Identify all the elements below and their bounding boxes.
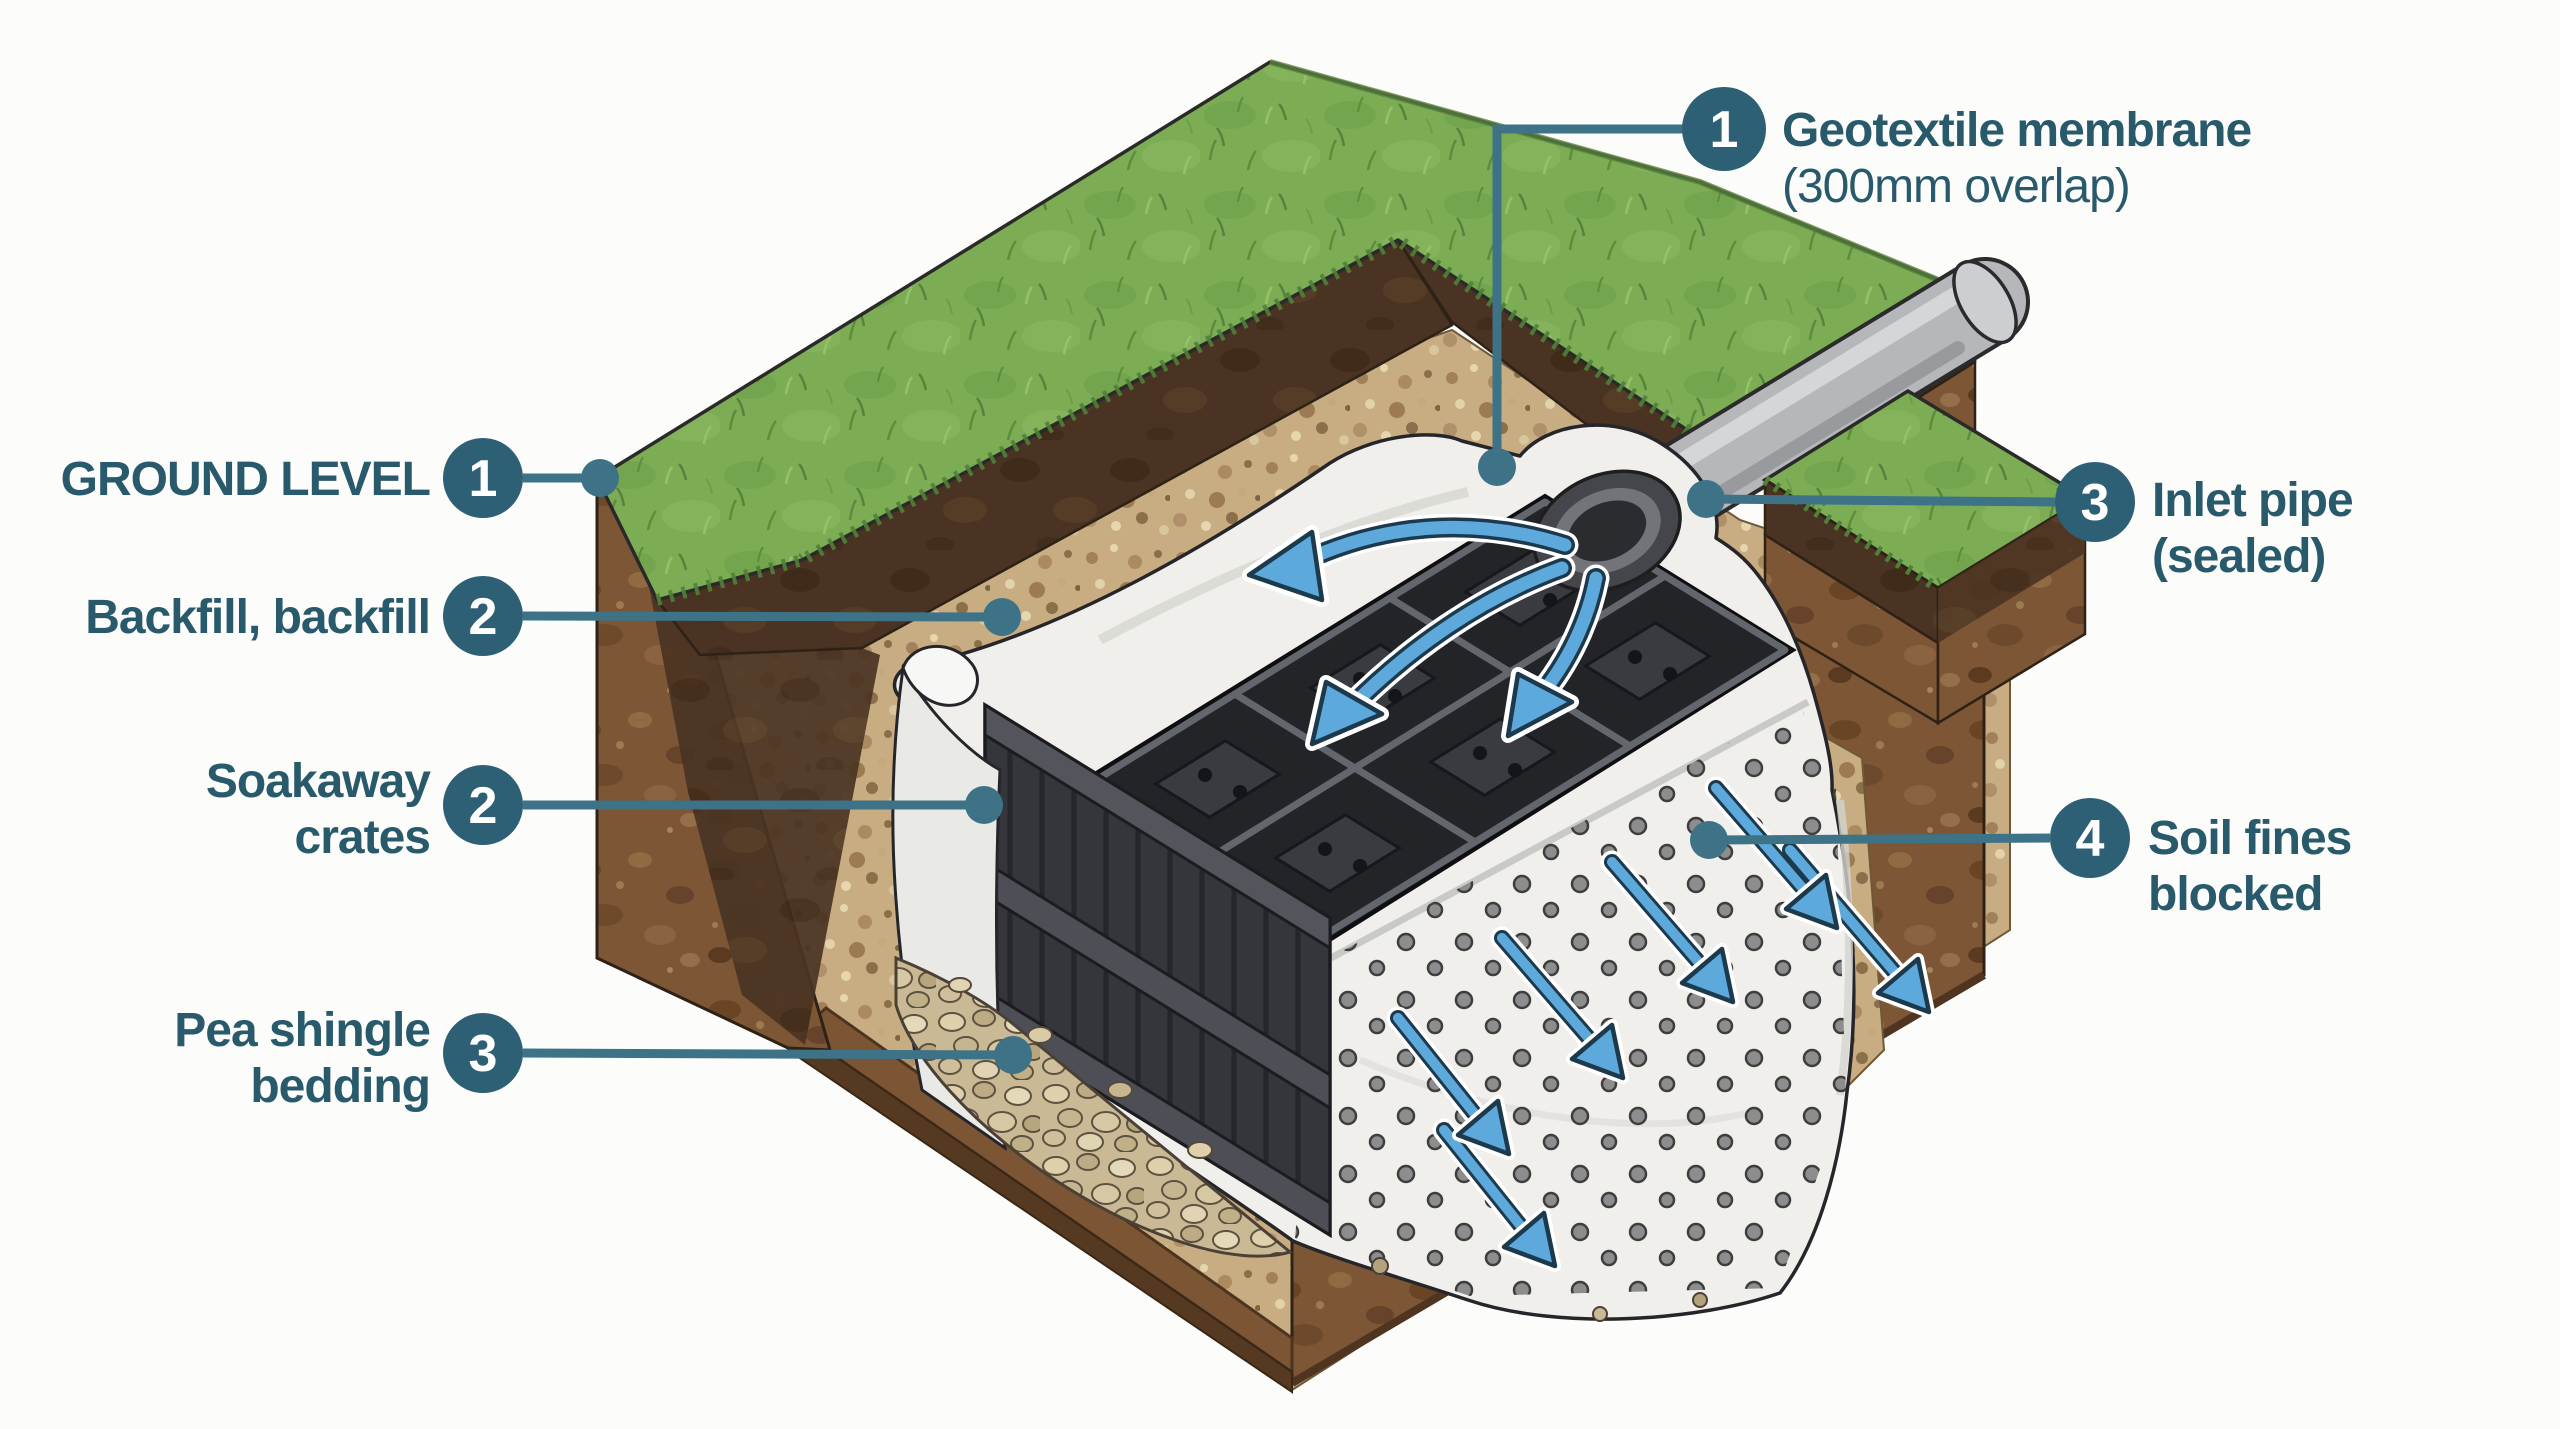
callout-geotextile: 1 Geotextile membrane (300mm overlap) [1682, 87, 2252, 213]
ground-level-badge-number: 1 [469, 450, 498, 508]
geotextile-label-line1: Geotextile membrane [1782, 104, 2251, 157]
soakaway-badge [443, 765, 523, 845]
pea-shingle-bedding [894, 955, 1294, 1258]
inlet-pipe-badge-number: 3 [2081, 474, 2110, 532]
backfill-badge [443, 576, 523, 656]
grass-cube-front-right [1761, 388, 2089, 726]
soil-fines-badge [2050, 798, 2130, 878]
inlet-pipe-label-line1: Inlet pipe [2152, 474, 2353, 527]
pea-shingle-badge [443, 1013, 523, 1093]
callout-backfill: Backfill, backfill 2 [85, 576, 523, 656]
soil-fines-label-line2: blocked [2148, 868, 2322, 921]
pea-shingle-label-line1: Pea shingle [174, 1004, 430, 1057]
callouts: GROUND LEVEL 1 Backfill, backfill 2 Soak… [61, 87, 2354, 1113]
geotextile-badge [1682, 87, 1766, 171]
excavation-cutaway-illustration [595, 59, 2089, 1394]
callout-soakaway-crates: Soakaway crates 2 [206, 755, 523, 864]
leader-lines [522, 124, 2056, 1074]
trench-base-soil [786, 1006, 1294, 1394]
left-soil-face [595, 475, 880, 1052]
ground-level-label: GROUND LEVEL [61, 453, 430, 506]
soakaway-label-line2: crates [295, 811, 430, 864]
inlet-pipe-badge [2055, 462, 2135, 542]
inlet-pipe-label-line2: (sealed) [2152, 530, 2325, 583]
pea-shingle-badge-number: 3 [469, 1025, 498, 1083]
soakaway-crates-front [983, 701, 1332, 1239]
soakaway-badge-number: 2 [469, 777, 498, 835]
geotextile-badge-number: 1 [1710, 101, 1739, 159]
backfill-badge-number: 2 [469, 588, 498, 646]
callout-soil-fines: 4 Soil fines blocked [2050, 798, 2352, 921]
callout-ground-level: GROUND LEVEL 1 [61, 438, 523, 518]
callout-pea-shingle: Pea shingle bedding 3 [174, 1004, 523, 1113]
water-flow-arrows [1242, 513, 1610, 751]
filtration-arrows [1371, 776, 1935, 1322]
pea-shingle-label-line2: bedding [250, 1060, 430, 1113]
ground-level-badge [443, 438, 523, 518]
backfill-label: Backfill, backfill [85, 591, 430, 644]
geotextile-label-line2: (300mm overlap) [1782, 160, 2130, 213]
soakaway-label-line1: Soakaway [206, 755, 431, 808]
soil-fines-label-line1: Soil fines [2148, 812, 2351, 865]
soil-fines-badge-number: 4 [2076, 810, 2105, 868]
callout-inlet-pipe: 3 Inlet pipe (sealed) [2055, 462, 2354, 583]
